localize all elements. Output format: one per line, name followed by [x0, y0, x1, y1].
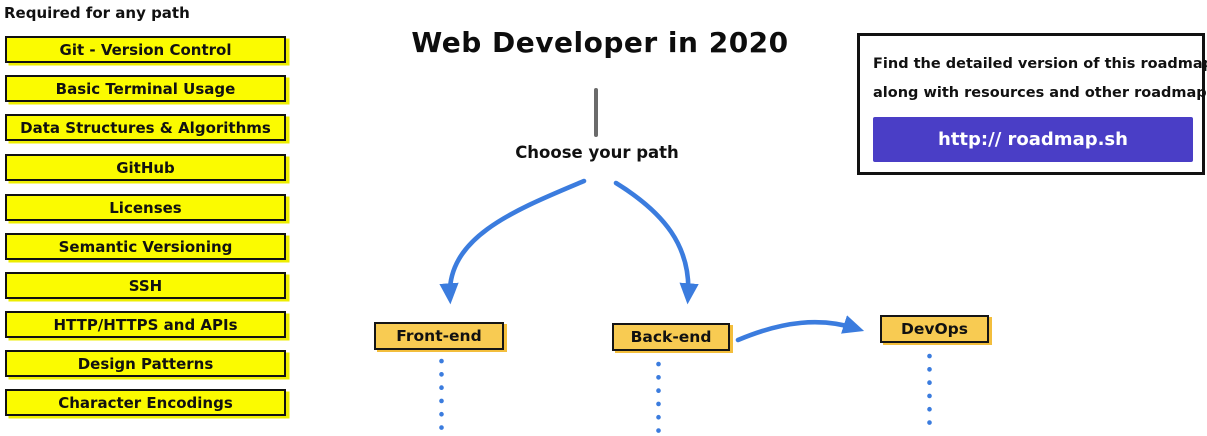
topic-http-https-apis[interactable]: HTTP/HTTPS and APIs — [5, 311, 286, 338]
topic-design-patterns[interactable]: Design Patterns — [5, 350, 286, 377]
topic-semantic-versioning[interactable]: Semantic Versioning — [5, 233, 286, 260]
stem-line — [594, 88, 598, 137]
info-text-line1: Find the detailed version of this roadma… — [873, 56, 1207, 72]
page-title: Web Developer in 2020 — [411, 26, 789, 59]
path-box-devops[interactable]: DevOps — [880, 315, 989, 343]
info-box: Find the detailed version of this roadma… — [857, 33, 1207, 175]
required-section-header: Required for any path — [4, 4, 190, 22]
arrow-to-frontend — [439, 178, 587, 305]
path-box-frontend[interactable]: Front-end — [374, 322, 504, 350]
topic-ssh[interactable]: SSH — [5, 272, 286, 299]
arrow-to-backend — [613, 180, 699, 305]
topic-data-structures-algorithms[interactable]: Data Structures & Algorithms — [5, 114, 286, 141]
topic-github[interactable]: GitHub — [5, 154, 286, 181]
topic-character-encodings[interactable]: Character Encodings — [5, 389, 286, 416]
topic-licenses[interactable]: Licenses — [5, 194, 286, 221]
info-text-line2: along with resources and other roadmaps — [873, 85, 1207, 101]
roadmap-url-button[interactable]: http:// roadmap.sh — [873, 117, 1193, 162]
topic-basic-terminal-usage[interactable]: Basic Terminal Usage — [5, 75, 286, 102]
path-box-backend[interactable]: Back-end — [612, 323, 730, 351]
topic-git-version-control[interactable]: Git - Version Control — [5, 36, 286, 63]
choose-your-path-label: Choose your path — [515, 143, 679, 162]
arrow-backend-to-devops — [735, 315, 865, 343]
